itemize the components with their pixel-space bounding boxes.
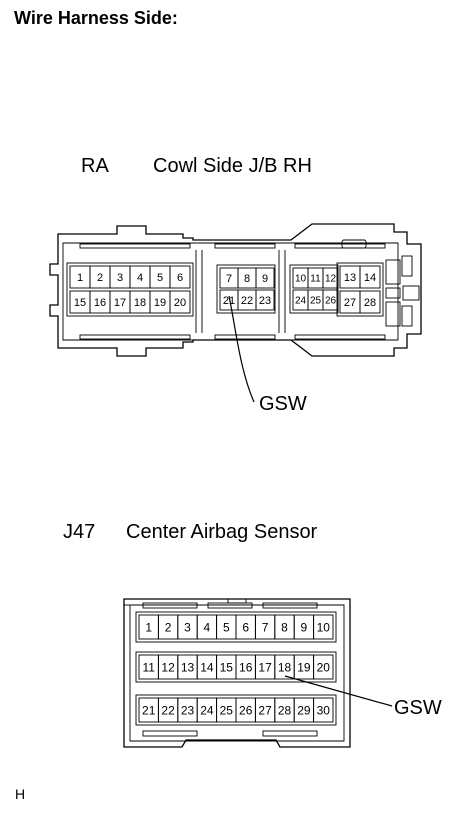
ra-terminal-28: 28 [364,297,376,309]
j47-terminal-19: 19 [297,660,311,674]
j47-terminal-16: 16 [239,660,253,674]
j47-terminal-15: 15 [220,660,234,674]
j47-terminal-17: 17 [258,660,272,674]
ra-terminal-20-box [169,290,191,314]
ra-terminal-group-frame [66,262,194,317]
j47-terminal-13: 13 [181,660,195,674]
j47-terminal-14: 14 [200,660,214,674]
ra-terminal-23-box [255,289,275,311]
ra-terminal-26: 26 [325,296,337,307]
connector-ra-gsw-label: GSW [259,393,307,415]
ra-terminal-18: 18 [134,297,146,309]
connector-j47-gsw-label: GSW [394,697,442,719]
j47-terminal-24: 24 [200,703,214,717]
j47-terminal-1: 1 [145,620,152,634]
ra-terminal-group-frame [336,262,384,317]
ra-terminal-15: 15 [74,297,86,309]
j47-terminal-2: 2 [165,620,172,634]
j47-terminal-23: 23 [181,703,195,717]
j47-terminal-20-box [313,654,334,680]
ra-terminal-23: 23 [259,295,271,307]
heading: Wire Harness Side: [14,8,178,28]
ra-terminal-21: 21 [223,295,235,307]
ra-terminal-8: 8 [244,273,250,285]
ra-terminal-10: 10 [295,274,307,285]
ra-terminal-24: 24 [295,296,307,307]
j47-terminal-27: 27 [258,703,272,717]
j47-terminal-9: 9 [301,620,308,634]
ra-terminal-28-box [359,290,381,314]
ra-terminal-9-box [255,267,275,289]
j47-terminal-row-frame [135,694,337,726]
j47-terminal-22: 22 [161,703,175,717]
ra-terminal-19: 19 [154,297,166,309]
connector-j47-housing [123,598,351,748]
ra-terminal-3: 3 [117,272,123,284]
j47-terminal-10-box [313,614,334,640]
j47-terminal-5: 5 [223,620,230,634]
j47-terminal-20: 20 [317,660,331,674]
j47-terminal-30: 30 [317,703,331,717]
j47-terminal-row-frame [135,611,337,643]
j47-terminal-18: 18 [278,660,292,674]
j47-terminal-12: 12 [161,660,175,674]
ra-terminal-group-frame [289,264,339,314]
ra-terminal-14-box [359,265,381,289]
ra-terminal-4: 4 [137,272,143,284]
ra-terminal-13: 13 [344,272,356,284]
ra-terminal-16: 16 [94,297,106,309]
j47-terminal-6: 6 [242,620,249,634]
ra-terminal-11: 11 [310,274,321,285]
ra-terminal-9: 9 [262,273,268,285]
ra-terminal-6: 6 [177,272,183,284]
ra-terminal-5: 5 [157,272,163,284]
connector-j47-code: J47 [63,521,96,543]
ra-terminal-27: 27 [344,297,356,309]
ra-terminal-25: 25 [310,296,322,307]
j47-terminal-3: 3 [184,620,191,634]
j47-terminal-10: 10 [317,620,331,634]
j47-terminal-11: 11 [142,660,155,674]
ra-terminal-17: 17 [114,297,126,309]
j47-terminal-30-box [313,697,334,723]
j47-terminal-4: 4 [204,620,211,634]
ra-terminal-12: 12 [325,274,337,285]
footer-code: H [15,786,26,802]
j47-terminal-28: 28 [278,703,292,717]
j47-terminal-7: 7 [262,620,269,634]
connector-ra-housing [49,223,422,357]
connector-ra-code: RA [81,155,109,177]
j47-terminal-row-frame [135,651,337,683]
ra-terminal-20: 20 [174,297,186,309]
connector-ra-name: Cowl Side J/B RH [153,155,312,177]
j47-terminal-21: 21 [142,703,156,717]
j47-terminal-25: 25 [220,703,234,717]
ra-terminal-7: 7 [226,273,232,285]
j47-terminal-8: 8 [281,620,288,634]
j47-terminal-29: 29 [297,703,311,717]
j47-terminal-26: 26 [239,703,253,717]
connector-j47-gsw-leader [284,675,393,707]
connector-ra-gsw-leader [228,295,255,403]
ra-terminal-1: 1 [77,272,83,284]
ra-terminal-6-box [169,265,191,289]
ra-terminal-2: 2 [97,272,103,284]
ra-terminal-14: 14 [364,272,376,284]
ra-terminal-group-frame [216,264,276,314]
ra-terminal-22: 22 [241,295,253,307]
connector-j47-name: Center Airbag Sensor [126,521,318,543]
